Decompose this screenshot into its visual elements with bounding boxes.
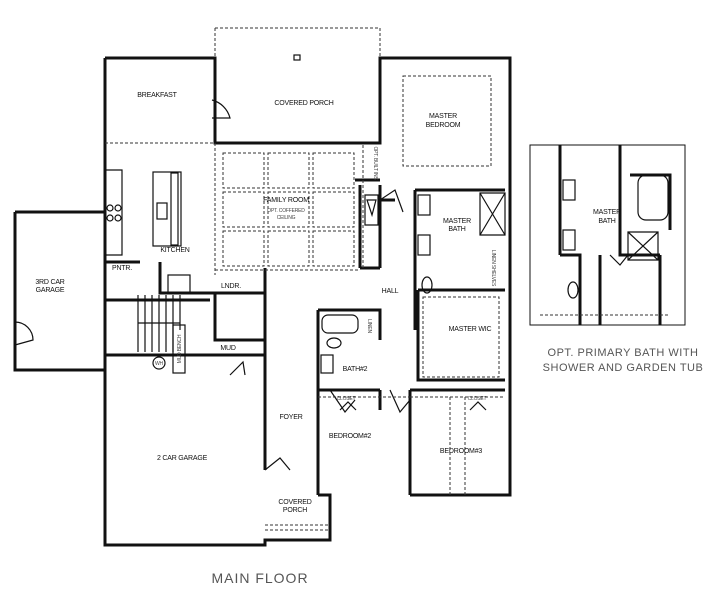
room-label-hall: HALL — [382, 288, 399, 295]
room-label-breakfast: BREAKFAST — [137, 92, 177, 99]
tray-ceiling — [402, 75, 492, 167]
plan-title: MAIN FLOOR — [211, 570, 308, 586]
room-label-laundry: LNDR. — [221, 283, 241, 290]
inset-opt-primary-bath: MASTER BATH — [529, 144, 686, 326]
stairs — [137, 295, 186, 374]
room-label-foyer: FOYER — [279, 414, 302, 421]
family-room-note: CEILING — [277, 215, 296, 221]
exterior-walls — [13, 56, 512, 547]
interior-walls — [103, 142, 505, 410]
mud-bench-label: MUD BENCH — [177, 334, 183, 363]
fireplace — [364, 194, 379, 226]
inset-room-label: MASTER — [593, 209, 621, 216]
inset-caption: OPT. PRIMARY BATH WITH — [548, 347, 699, 359]
porch-extension — [214, 27, 381, 61]
room-label-master-bath: MASTER — [443, 218, 471, 225]
room-label-3rd-car-garage: 3RD CAR — [35, 279, 64, 286]
inset-caption: SHOWER AND GARDEN TUB — [543, 362, 704, 374]
closet-shelves — [318, 396, 505, 495]
room-label-mud: MUD — [220, 345, 235, 352]
porch-steps — [265, 524, 330, 531]
linen-label: LINEN — [366, 319, 372, 333]
room-label-covered-porch-front: PORCH — [283, 507, 307, 514]
room-label-bath2: BATH#2 — [343, 366, 368, 373]
linen-shelves-label: LINEN SHELVES — [490, 250, 496, 287]
room-label-master-bath: BATH — [448, 226, 465, 233]
room-label-covered-porch: COVERED PORCH — [274, 100, 333, 107]
room-label-bedroom2: BEDROOM#2 — [329, 433, 371, 440]
room-label-master-wic: MASTER WIC — [449, 326, 492, 333]
room-label-family-room: FAMILY ROOM — [263, 197, 309, 204]
room-label-3rd-car-garage: GARAGE — [36, 287, 65, 294]
room-label-bedroom3: BEDROOM#3 — [440, 448, 482, 455]
opt-built-ins-label: OPT. BUILT INS — [372, 146, 378, 180]
bath-fixtures — [320, 192, 506, 378]
kitchen-cabinets — [105, 169, 191, 294]
inset-room-label: BATH — [598, 218, 615, 225]
room-label-pantry: PNTR. — [112, 265, 132, 272]
room-label-2-car-garage: 2 CAR GARAGE — [157, 455, 208, 462]
water-heater-label: WH — [155, 361, 164, 367]
room-label-master-bedroom: MASTER — [429, 113, 457, 120]
room-label-kitchen: KITCHEN — [160, 247, 189, 254]
family-room-note: OPT. COFFERED — [267, 208, 305, 214]
closet-label: CLOSET — [468, 396, 487, 402]
room-label-master-bedroom: BEDROOM — [426, 122, 461, 129]
room-label-covered-porch-front: COVERED — [278, 499, 311, 506]
closet-label: CLOSET — [337, 396, 356, 402]
coffered-ceiling — [222, 152, 355, 267]
